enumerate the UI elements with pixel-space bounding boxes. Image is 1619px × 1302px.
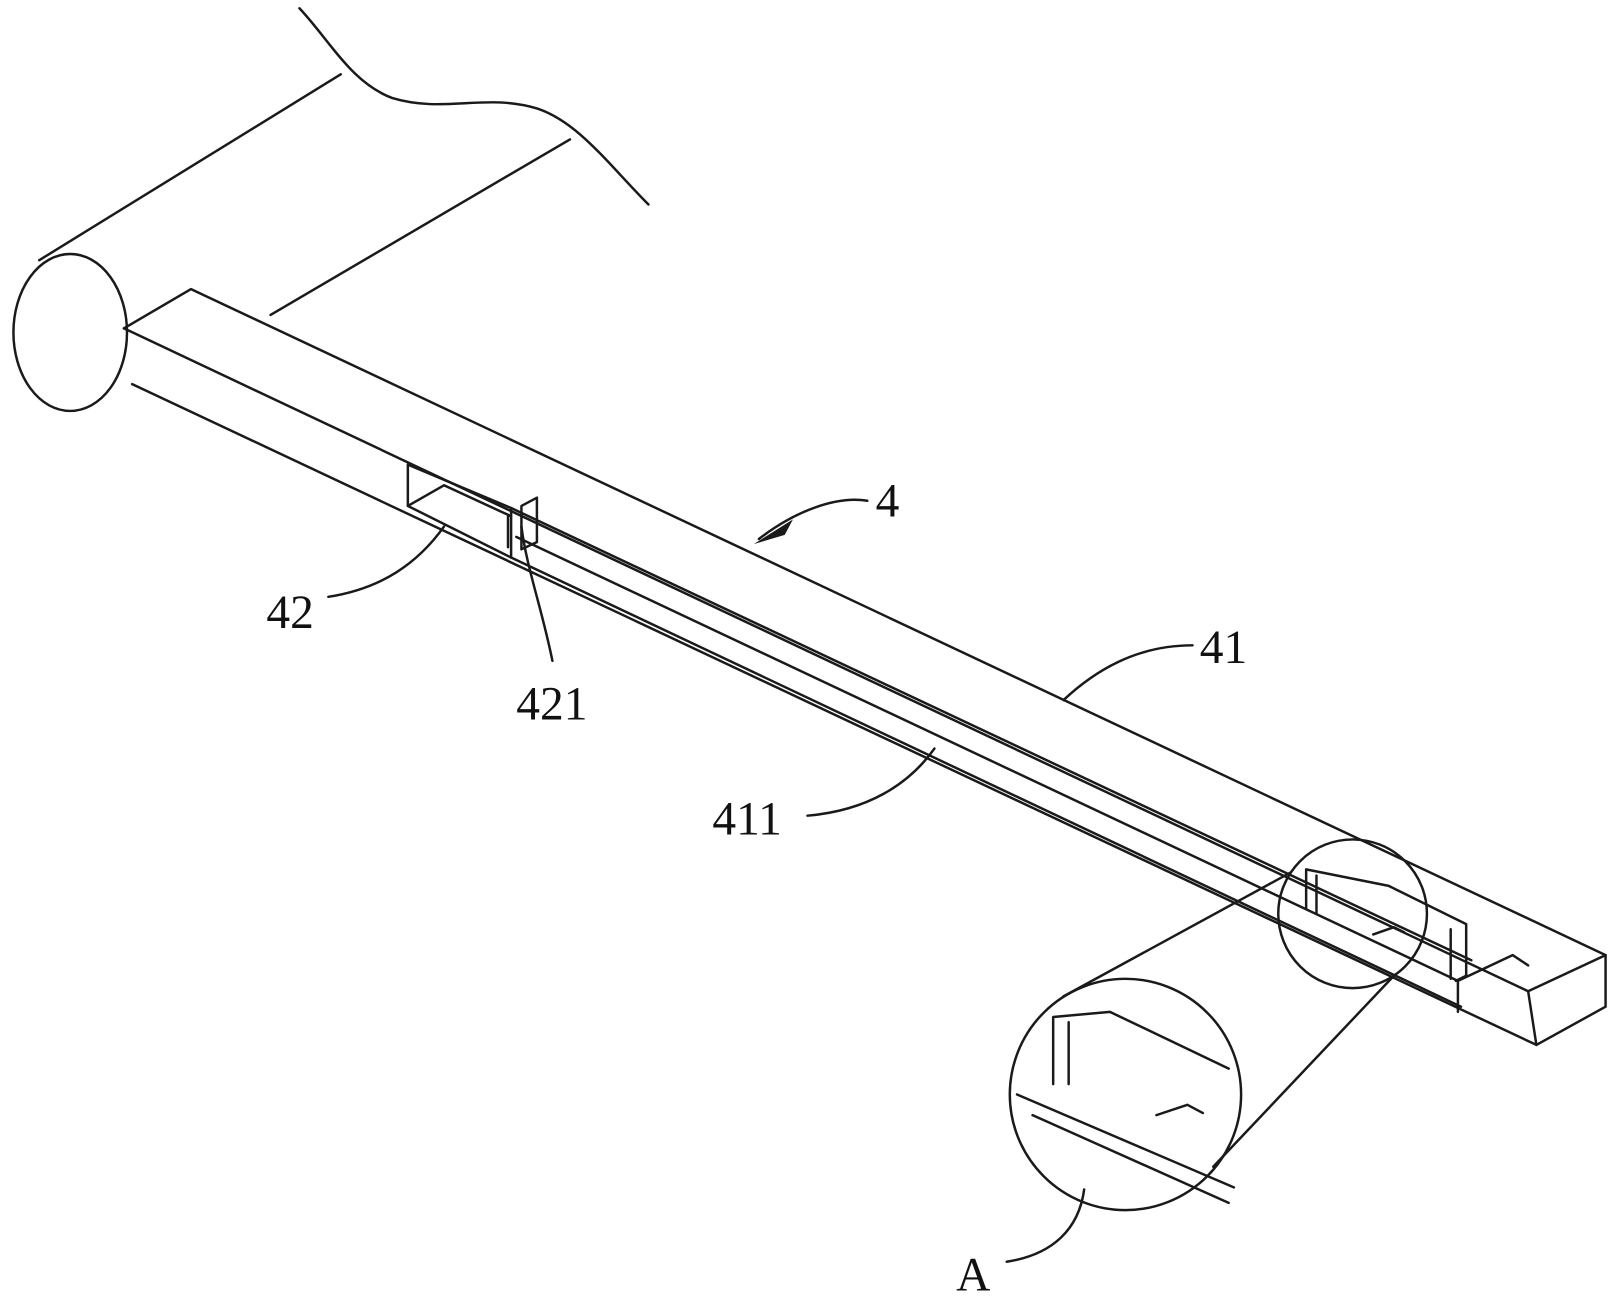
label-421: 421 — [516, 679, 587, 731]
label-42-group: 42 — [266, 527, 444, 639]
arrowhead-icon — [754, 519, 793, 544]
label-4-group: 4 — [754, 475, 900, 544]
label-421-group: 421 — [516, 527, 587, 731]
roller-cylinder — [13, 8, 648, 411]
label-42: 42 — [266, 587, 313, 639]
label-41: 41 — [1200, 622, 1247, 674]
label-4: 4 — [876, 475, 900, 527]
label-a: A — [956, 1250, 990, 1302]
label-a-group: A — [956, 1189, 1084, 1301]
label-41-group: 41 — [1063, 622, 1247, 700]
label-411-group: 411 — [712, 749, 934, 846]
label-411: 411 — [712, 793, 781, 845]
